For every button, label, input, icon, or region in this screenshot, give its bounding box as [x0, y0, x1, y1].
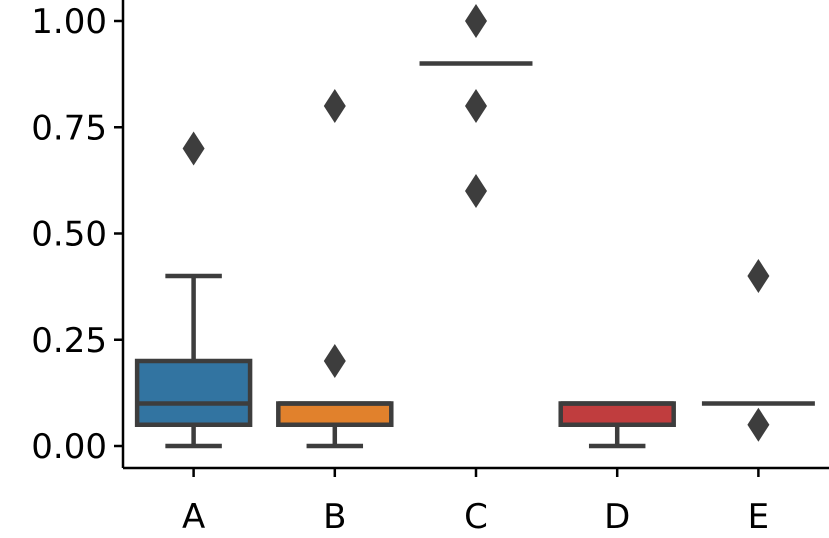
- x-tick-label: B: [323, 497, 346, 537]
- flier-point: [465, 89, 487, 123]
- flier-point: [465, 174, 487, 208]
- flier-point: [465, 4, 487, 38]
- y-tick-label: 0.50: [31, 215, 107, 255]
- x-ticks: A B C D E: [182, 468, 769, 537]
- boxes-layer: [134, 4, 815, 449]
- box-body: [276, 401, 394, 427]
- y-ticks: 0.00 0.25 0.50 0.75 1.00: [31, 2, 123, 467]
- flier-point: [182, 131, 205, 166]
- x-tick-label: D: [604, 497, 630, 537]
- box-a: [134, 131, 253, 449]
- x-tick-label: C: [464, 497, 488, 537]
- y-tick-label: 0.75: [31, 108, 107, 148]
- flier-point: [747, 407, 770, 442]
- x-tick-label: E: [748, 497, 769, 537]
- box-e: [701, 259, 815, 442]
- y-tick-label: 0.00: [31, 427, 107, 467]
- box-d: [558, 401, 676, 449]
- flier-point: [323, 89, 346, 123]
- x-tick-label: A: [182, 497, 205, 537]
- box-b: [276, 89, 394, 449]
- box-c: [419, 4, 533, 208]
- flier-point: [747, 259, 770, 293]
- y-tick-label: 1.00: [31, 2, 107, 42]
- y-tick-label: 0.25: [31, 321, 107, 361]
- box-body: [134, 358, 253, 427]
- flier-point: [323, 344, 346, 378]
- box-body: [558, 401, 676, 427]
